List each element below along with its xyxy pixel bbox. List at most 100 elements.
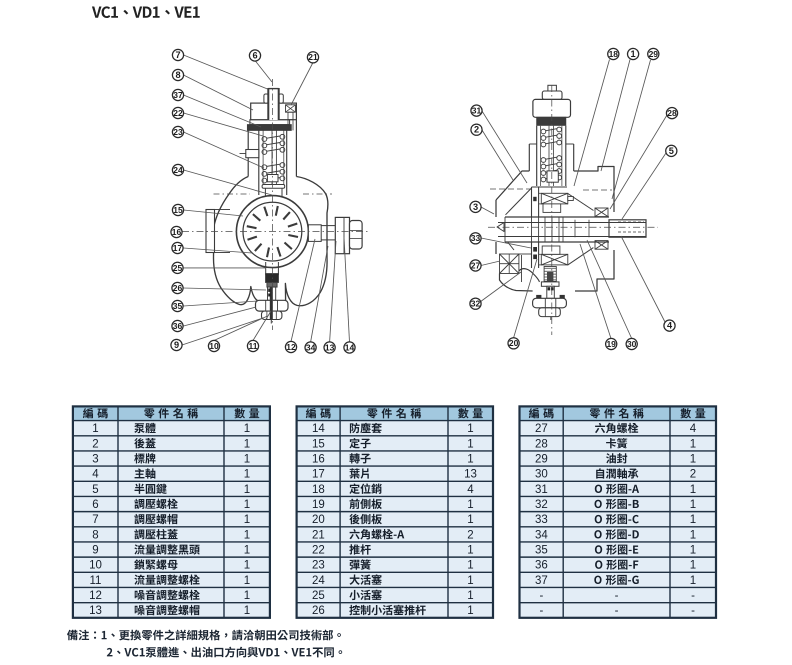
svg-text:24: 24	[312, 575, 325, 587]
svg-text:-: -	[615, 590, 619, 602]
svg-text:1: 1	[690, 454, 696, 466]
svg-text:21: 21	[312, 529, 325, 541]
svg-text:4: 4	[467, 484, 474, 496]
svg-text:1: 1	[244, 499, 250, 511]
svg-text:4: 4	[92, 469, 99, 481]
svg-text:14: 14	[345, 342, 355, 352]
svg-text:1: 1	[244, 529, 250, 541]
svg-text:30: 30	[627, 339, 637, 349]
svg-text:1: 1	[244, 423, 250, 435]
svg-text:7: 7	[175, 50, 180, 60]
svg-text:5: 5	[669, 146, 674, 156]
svg-text:28: 28	[535, 438, 548, 450]
svg-text:7: 7	[92, 514, 98, 526]
svg-text:34: 34	[535, 529, 548, 541]
svg-text:1: 1	[244, 605, 250, 617]
svg-text:32: 32	[471, 299, 481, 309]
svg-text:-: -	[615, 605, 619, 617]
svg-text:30: 30	[535, 469, 548, 481]
svg-text:18: 18	[609, 49, 619, 59]
svg-text:10: 10	[209, 341, 219, 351]
svg-text:1: 1	[690, 545, 696, 557]
svg-text:12: 12	[89, 590, 102, 602]
svg-text:35: 35	[535, 545, 548, 557]
svg-text:25: 25	[312, 590, 325, 602]
svg-text:1: 1	[244, 484, 250, 496]
svg-text:1: 1	[690, 484, 696, 496]
svg-text:24: 24	[173, 165, 183, 175]
svg-text:13: 13	[89, 605, 102, 617]
svg-text:1: 1	[244, 514, 250, 526]
svg-text:27: 27	[471, 260, 481, 270]
svg-text:11: 11	[90, 575, 102, 587]
svg-text:18: 18	[312, 484, 325, 496]
svg-text:12: 12	[286, 342, 296, 352]
svg-text:1: 1	[690, 529, 696, 541]
svg-text:2: 2	[474, 125, 479, 135]
svg-text:1: 1	[467, 514, 473, 526]
svg-text:9: 9	[92, 545, 98, 557]
svg-text:37: 37	[173, 90, 183, 100]
svg-text:1: 1	[467, 454, 473, 466]
svg-text:36: 36	[535, 560, 548, 572]
svg-text:19: 19	[606, 339, 616, 349]
svg-text:-: -	[691, 590, 695, 602]
svg-text:1: 1	[244, 438, 250, 450]
svg-text:8: 8	[92, 529, 98, 541]
svg-text:1: 1	[631, 49, 636, 59]
svg-text:16: 16	[172, 227, 182, 237]
svg-text:33: 33	[535, 514, 548, 526]
svg-text:1: 1	[467, 605, 473, 617]
svg-text:8: 8	[175, 70, 180, 80]
svg-text:29: 29	[535, 454, 548, 466]
svg-text:19: 19	[312, 499, 325, 511]
svg-text:4: 4	[667, 321, 673, 331]
svg-text:1: 1	[467, 438, 473, 450]
svg-text:20: 20	[312, 514, 325, 526]
svg-text:11: 11	[249, 341, 258, 351]
svg-text:20: 20	[509, 338, 519, 348]
svg-text:15: 15	[312, 438, 325, 450]
svg-text:5: 5	[92, 484, 98, 496]
svg-text:26: 26	[173, 283, 183, 293]
svg-text:17: 17	[173, 243, 183, 253]
svg-text:32: 32	[535, 499, 548, 511]
svg-text:1: 1	[244, 545, 250, 557]
svg-text:-: -	[539, 605, 543, 617]
svg-text:1: 1	[244, 590, 250, 602]
svg-text:2: 2	[467, 529, 473, 541]
svg-text:1: 1	[92, 423, 98, 435]
svg-text:13: 13	[464, 469, 477, 481]
svg-text:1: 1	[690, 438, 696, 450]
svg-text:23: 23	[173, 127, 183, 137]
svg-text:1: 1	[467, 575, 473, 587]
svg-text:2: 2	[690, 469, 696, 481]
svg-text:34: 34	[306, 342, 316, 352]
svg-text:1: 1	[690, 499, 696, 511]
svg-text:28: 28	[667, 108, 677, 118]
svg-text:1: 1	[690, 514, 696, 526]
svg-text:15: 15	[173, 205, 183, 215]
svg-text:1: 1	[244, 469, 250, 481]
svg-text:1: 1	[467, 423, 473, 435]
svg-text:21: 21	[308, 52, 318, 62]
svg-text:2: 2	[92, 438, 98, 450]
svg-text:27: 27	[535, 423, 548, 435]
svg-text:31: 31	[535, 484, 548, 496]
svg-text:-: -	[691, 605, 695, 617]
svg-text:35: 35	[173, 301, 183, 311]
svg-text:1: 1	[244, 454, 250, 466]
svg-text:33: 33	[471, 233, 481, 243]
svg-text:17: 17	[312, 469, 325, 481]
svg-text:1: 1	[244, 575, 250, 587]
svg-text:1: 1	[244, 560, 250, 572]
svg-text:22: 22	[312, 545, 325, 557]
svg-text:25: 25	[173, 263, 183, 273]
svg-text:9: 9	[174, 340, 179, 350]
svg-text:16: 16	[312, 454, 325, 466]
svg-text:22: 22	[173, 108, 183, 118]
svg-text:3: 3	[92, 454, 98, 466]
svg-text:4: 4	[690, 423, 697, 435]
svg-text:14: 14	[312, 423, 325, 435]
svg-text:37: 37	[535, 575, 548, 587]
